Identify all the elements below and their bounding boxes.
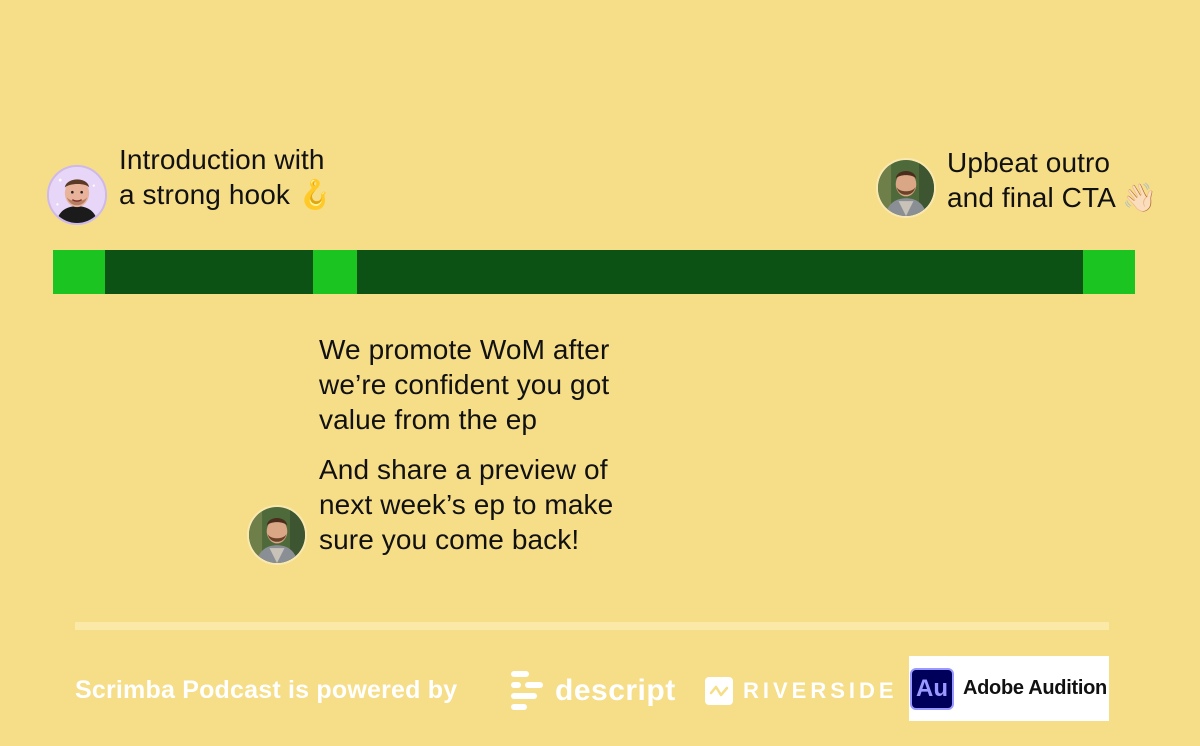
host-avatar-outro <box>876 158 936 218</box>
audition-app-icon: Au <box>910 667 954 710</box>
intro-caption-subtitle: a strong hook <box>119 179 290 210</box>
descript-wordmark: descript <box>555 674 676 707</box>
footer-divider <box>75 622 1109 630</box>
hook-emoji-icon: 🪝 <box>297 178 333 211</box>
middle-caption-line5: next week’s ep to make <box>319 489 614 520</box>
descript-mark-icon <box>511 671 543 710</box>
timeline-segment-main-2 <box>357 250 1083 294</box>
waving-hand-emoji-icon: 👋🏻 <box>1122 181 1158 214</box>
outro-caption-line1: Upbeat outro <box>947 147 1111 178</box>
riverside-logo: RIVERSIDE <box>705 677 898 705</box>
adobe-audition-logo: Au Adobe Audition <box>909 656 1109 721</box>
descript-logo: descript <box>511 671 676 711</box>
powered-by-text: Scrimba Podcast is powered by <box>75 676 458 704</box>
host-avatar-intro <box>47 165 107 225</box>
timeline-segment-main-1 <box>105 250 313 294</box>
timeline-segment-intro <box>53 250 105 294</box>
middle-caption-line1: We promote WoM after <box>319 334 610 365</box>
timeline-segment-outro <box>1083 250 1135 294</box>
middle-caption-line2: we’re confident you got <box>319 369 610 400</box>
middle-caption-line4: And share a preview of <box>319 454 608 485</box>
intro-caption-line1: Introduction with <box>119 144 325 175</box>
outro-caption-line2: and final CTA 👋🏻 <box>947 180 1157 215</box>
guest-portrait-icon <box>878 160 934 216</box>
intro-caption: Introduction with a strong hook 🪝 <box>119 142 333 212</box>
outro-caption-subtitle: and final CTA <box>947 182 1115 213</box>
outro-caption: Upbeat outro and final CTA 👋🏻 <box>947 145 1157 215</box>
episode-timeline <box>53 250 1135 294</box>
riverside-mark-icon <box>705 677 733 705</box>
middle-caption-line3: value from the ep <box>319 404 538 435</box>
guest-portrait-icon <box>249 507 305 563</box>
middle-caption: We promote WoM after we’re confident you… <box>319 332 613 557</box>
host-avatar-middle <box>247 505 307 565</box>
intro-caption-line2: a strong hook 🪝 <box>119 177 333 212</box>
host-portrait-icon <box>49 167 105 223</box>
riverside-wordmark: RIVERSIDE <box>743 678 898 703</box>
timeline-segment-middle <box>313 250 357 294</box>
audition-wordmark: Adobe Audition <box>963 677 1107 699</box>
middle-caption-line6: sure you come back! <box>319 524 580 555</box>
